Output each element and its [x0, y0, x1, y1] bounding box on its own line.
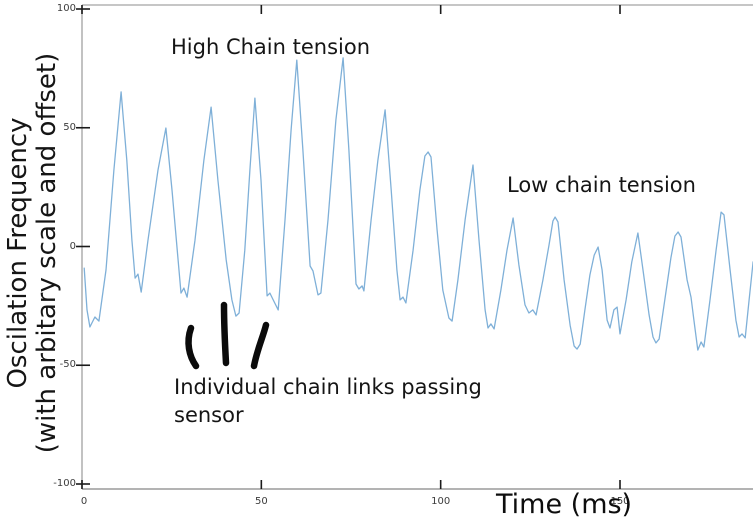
x-tick-label: 100 — [431, 496, 451, 507]
low-chain-tension-annotation: Low chain tension — [507, 173, 696, 197]
hand-stroke-mark — [220, 301, 230, 367]
y-tick-label: 100 — [56, 3, 76, 14]
x-axis-title: Time (ms) — [496, 489, 633, 520]
y-axis-title-line2: (with arbitary scale and offset) — [32, 52, 62, 454]
y-tick-label: 50 — [63, 121, 76, 133]
chain-links-annotation: Individual chain links passing sensor — [174, 373, 482, 429]
y-axis-title-line1: Oscilation Frequency — [3, 117, 33, 389]
y-tick-label: 0 — [69, 240, 76, 252]
hand-stroke-mark — [185, 324, 200, 370]
signal-line — [83, 57, 753, 351]
hand-stroke-mark — [250, 321, 270, 370]
x-tick-label: 150 — [610, 496, 630, 507]
signal-line-group — [83, 57, 753, 351]
x-tick-label: 0 — [80, 496, 88, 507]
chain-links-annotation-line2: sensor — [174, 403, 244, 427]
hand-drawn-marks-group — [185, 301, 270, 370]
axis-ticks — [76, 5, 621, 489]
y-tick-label: -100 — [53, 478, 76, 489]
x-tick-label: 50 — [254, 496, 268, 507]
high-chain-tension-annotation: High Chain tension — [171, 35, 370, 59]
chain-links-annotation-line1: Individual chain links passing — [174, 375, 482, 399]
y-tick-label: -50 — [59, 359, 76, 371]
y-axis-title: Oscilation Frequency (with arbitary scal… — [3, 52, 62, 454]
